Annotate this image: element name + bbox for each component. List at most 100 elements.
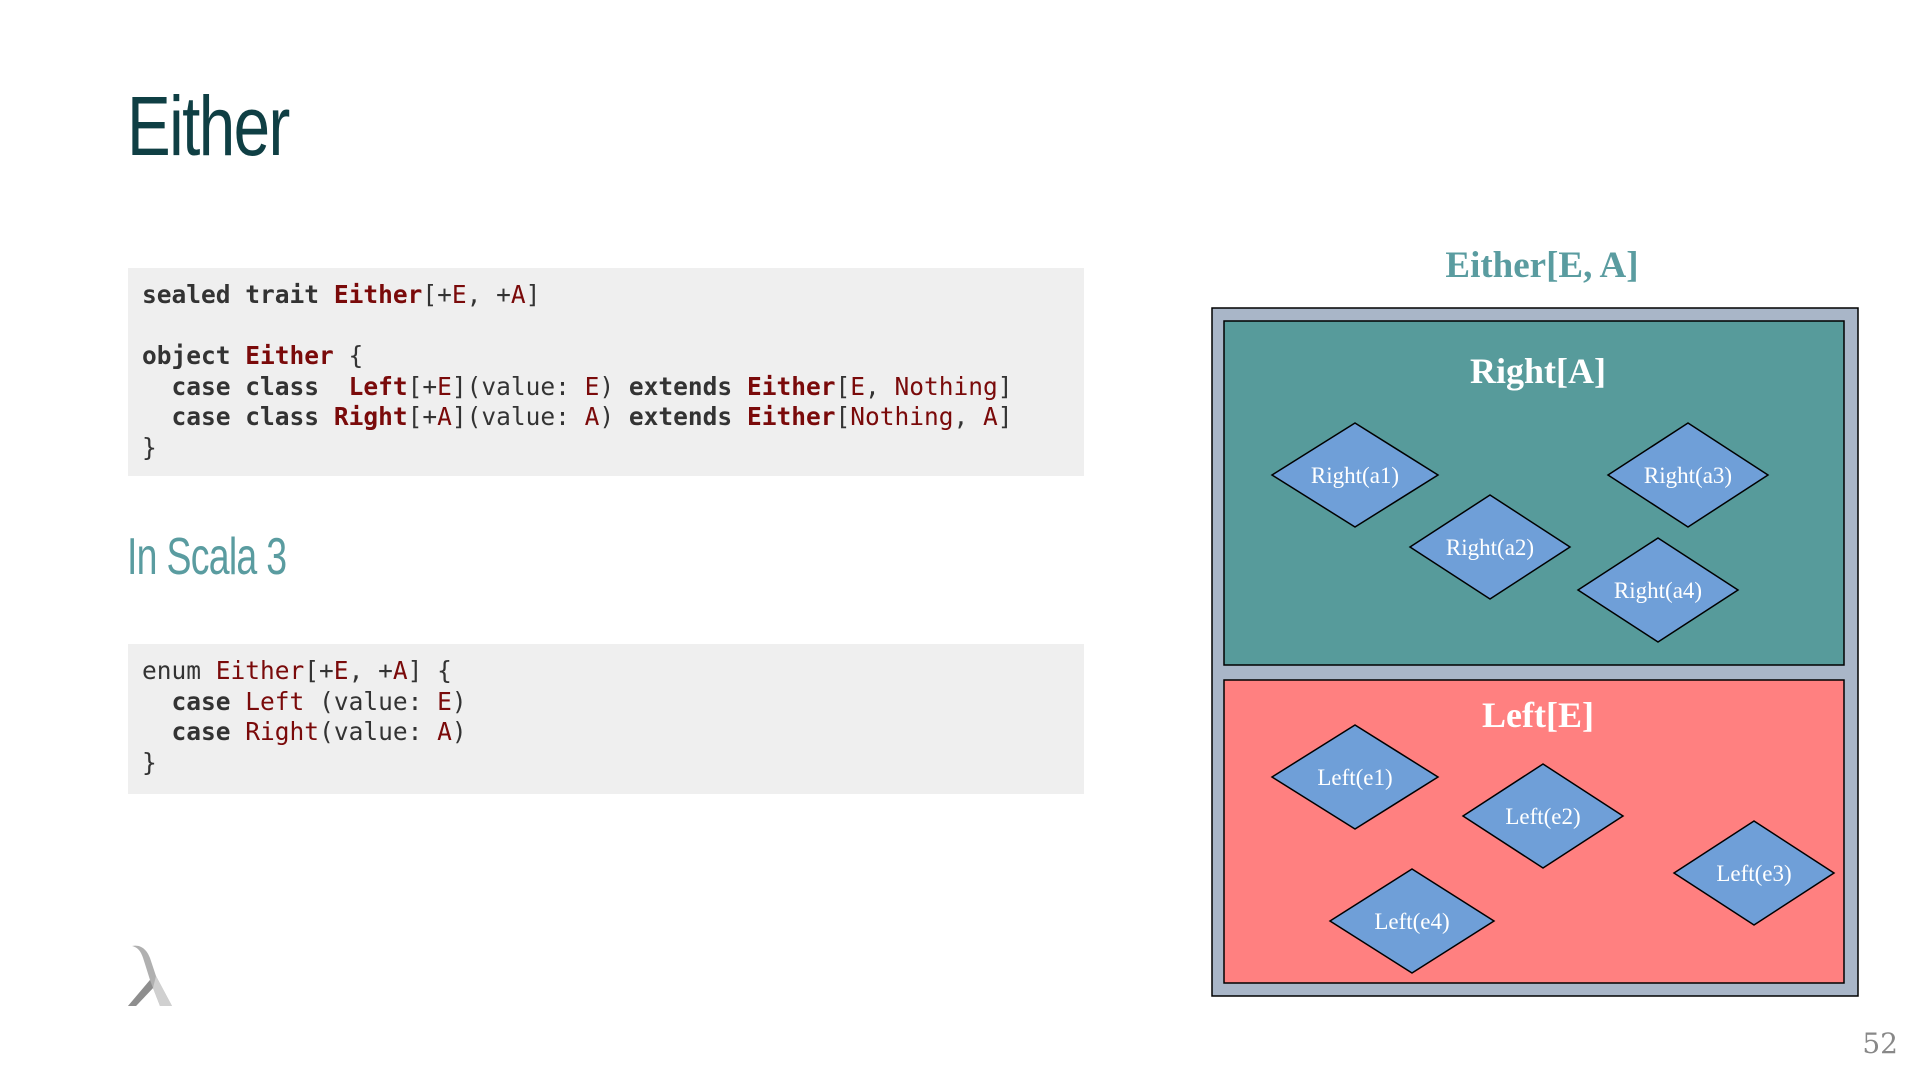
- code1-line: }: [142, 433, 1070, 464]
- code-token: Nothing: [850, 402, 954, 431]
- left-item-3-label: Left(e3): [1716, 861, 1791, 886]
- code-token: class: [245, 371, 320, 401]
- right-item-1: Right(a1): [1270, 422, 1440, 528]
- section-subtitle: In Scala 3: [127, 528, 287, 586]
- code-token: [231, 402, 246, 431]
- code-token: extends: [628, 402, 733, 431]
- code-token: sealed: [142, 280, 231, 309]
- right-item-1-label: Right(a1): [1311, 463, 1399, 488]
- code-token: enum: [142, 656, 216, 685]
- left-box-label: Left[E]: [1482, 695, 1594, 735]
- code-token: [142, 372, 172, 401]
- right-box-label: Right[A]: [1470, 351, 1606, 391]
- left-item-4-label: Left(e4): [1374, 909, 1449, 934]
- code-token: object: [142, 341, 231, 370]
- code-token: E: [584, 371, 600, 401]
- code-token: ](value:: [451, 371, 585, 401]
- code-token: [732, 372, 747, 401]
- code-token: , +: [348, 656, 393, 685]
- code-token: case: [171, 717, 231, 746]
- code-token: A: [392, 656, 408, 685]
- code-block-scala2: sealed trait Either[+E, +A] object Either…: [128, 268, 1084, 476]
- either-diagram: Either[E, A] Right[A] Right(a1) Right(a2…: [1210, 240, 1870, 1015]
- right-item-2-label: Right(a2): [1446, 535, 1534, 560]
- code-token: [+: [407, 371, 438, 401]
- code1-line: object Either {: [142, 341, 1070, 372]
- code-token: A: [437, 717, 452, 746]
- code-token: ,: [953, 402, 984, 431]
- right-item-4-label: Right(a4): [1614, 578, 1702, 603]
- left-item-1: Left(e1): [1270, 724, 1440, 830]
- code-token: trait: [245, 280, 320, 309]
- code-token: Right: [333, 402, 408, 431]
- code-token: Either: [746, 371, 836, 401]
- left-item-1-label: Left(e1): [1317, 765, 1392, 790]
- page-number: 52: [1862, 1027, 1898, 1060]
- code-token: case: [171, 371, 231, 401]
- code-token: case: [171, 402, 231, 431]
- code-token: A: [510, 280, 526, 309]
- code-token: E: [437, 686, 452, 716]
- code-token: [231, 717, 246, 746]
- code2-line: }: [142, 748, 1070, 779]
- code-token: [: [835, 371, 851, 401]
- code-token: [: [835, 402, 851, 431]
- code-token: [142, 717, 172, 746]
- left-item-2-label: Left(e2): [1505, 804, 1580, 829]
- either-diagram-svg: Either[E, A] Right[A] Right(a1) Right(a2…: [1211, 245, 1859, 997]
- code-token: [+: [422, 280, 452, 309]
- code-token: ] {: [407, 656, 452, 685]
- diagram-title: Either[E, A]: [1445, 245, 1638, 286]
- code2-line: enum Either[+E, +A] {: [142, 656, 1070, 687]
- code-token: [732, 402, 747, 431]
- code-token: Left: [245, 686, 305, 716]
- code-token: A: [584, 402, 600, 431]
- left-item-4: Left(e4): [1328, 868, 1496, 974]
- slide-title: Either: [127, 79, 290, 173]
- code-token: }: [142, 747, 157, 777]
- code-token: ): [451, 717, 467, 746]
- code-token: [231, 280, 246, 309]
- code-token: ): [451, 686, 467, 716]
- right-item-3: Right(a3): [1606, 422, 1770, 528]
- lambda-logo: [128, 945, 172, 1006]
- code-token: [+: [304, 656, 334, 685]
- code-token: Either: [333, 280, 423, 309]
- code-token: E: [451, 280, 467, 309]
- code-token: [231, 372, 246, 401]
- code-token: case: [171, 686, 231, 716]
- code-token: [231, 687, 246, 716]
- right-item-4: Right(a4): [1576, 537, 1740, 643]
- code1-line: case class Left[+E](value: E) extends Ei…: [142, 372, 1070, 403]
- code1-line: [142, 311, 1070, 342]
- code-token: ,: [865, 371, 895, 401]
- left-item-2: Left(e2): [1461, 763, 1625, 869]
- code-token: ](value:: [451, 402, 585, 431]
- code-token: [231, 341, 246, 370]
- code-token: [319, 402, 334, 431]
- code1-line: sealed trait Either[+E, +A]: [142, 280, 1070, 311]
- code-token: [319, 280, 334, 309]
- code-token: [319, 372, 349, 401]
- code-token: A: [437, 402, 452, 431]
- right-item-3-label: Right(a3): [1644, 463, 1732, 488]
- code-token: [+: [407, 402, 438, 431]
- code-token: Either: [215, 656, 305, 685]
- code-token: (value:: [304, 686, 438, 716]
- code-token: extends: [628, 371, 733, 401]
- code-token: (value:: [319, 717, 438, 746]
- code-token: Left: [348, 371, 408, 401]
- code1-line: case class Right[+A](value: A) extends E…: [142, 402, 1070, 433]
- code-token: A: [983, 402, 998, 431]
- code-token: ]: [525, 280, 541, 309]
- code-token: }: [142, 432, 157, 462]
- code-block-scala3: enum Either[+E, +A] { case Left (value: …: [128, 644, 1084, 794]
- code-token: ): [599, 371, 629, 401]
- code2-line: case Right(value: A): [142, 717, 1070, 748]
- code-token: Either: [245, 341, 334, 370]
- code-token: Either: [746, 402, 836, 431]
- code-token: ]: [997, 402, 1013, 431]
- right-item-2: Right(a2): [1408, 494, 1572, 600]
- code-token: [142, 402, 172, 431]
- code-token: {: [333, 341, 364, 370]
